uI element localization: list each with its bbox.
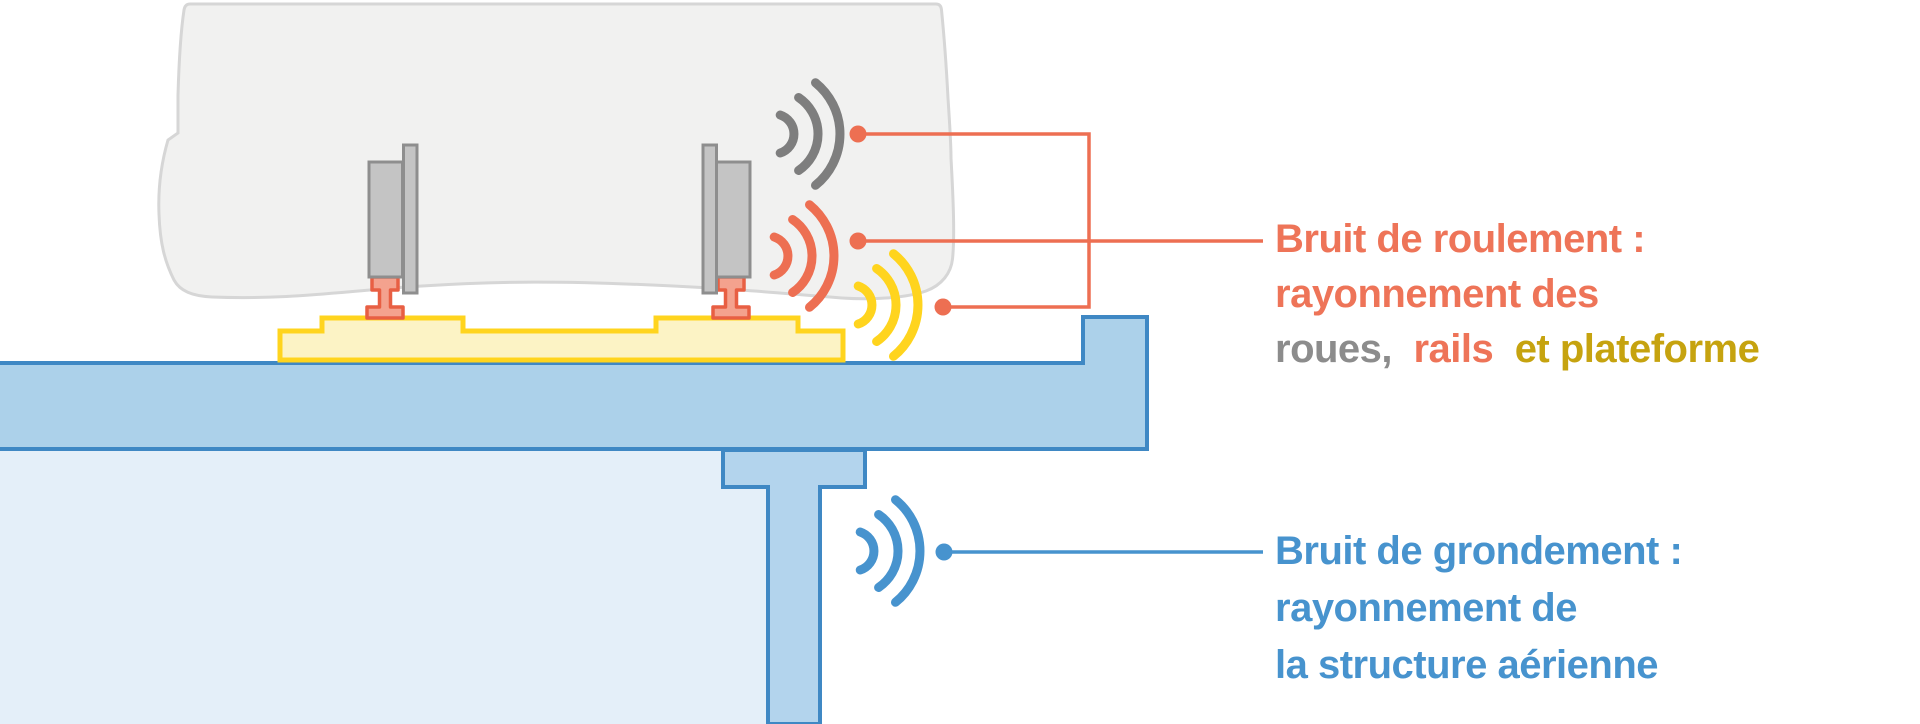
rolling-noise-sources: roues, rails et plateforme <box>1275 322 1760 377</box>
rolling-noise-subtitle: rayonnement des <box>1275 272 1599 316</box>
rail-left <box>365 275 405 320</box>
rail-right <box>711 275 751 320</box>
wheel-right-front <box>715 160 752 279</box>
wheel-left-front <box>367 160 404 279</box>
wheel-right <box>701 143 752 295</box>
wheel-right-back <box>701 143 718 295</box>
leader-dot-structure-waves <box>935 543 953 561</box>
train-body <box>157 2 956 301</box>
rolling-noise-leader-line <box>858 132 1263 309</box>
leader-dot-platform-waves <box>934 298 952 316</box>
structure-sound-waves-icon <box>860 500 920 603</box>
bridge-interior <box>0 451 768 724</box>
rolling-noise-source-rails: rails <box>1413 327 1494 371</box>
rolling-noise-source-platform: et plateforme <box>1514 327 1760 371</box>
rumbling-noise-source-structure: la structure aérienne <box>1275 643 1659 687</box>
track-platform <box>277 315 846 363</box>
leader-dot-wheel-waves <box>849 125 867 143</box>
rolling-noise-source-wheels: roues, <box>1275 327 1393 371</box>
rolling-noise-title: Bruit de roulement : <box>1275 217 1646 261</box>
leader-dot-rail-waves <box>849 232 867 250</box>
wheel-left <box>367 143 419 295</box>
rumbling-noise-title: Bruit de grondement : <box>1275 529 1683 573</box>
bridge-deck <box>0 315 1149 451</box>
rolling-noise-label: Bruit de roulement : rayonnement des rou… <box>1275 212 1760 377</box>
rumbling-noise-subtitle: rayonnement de <box>1275 586 1577 630</box>
rumbling-noise-label: Bruit de grondement : rayonnement de la … <box>1275 523 1683 694</box>
wheel-left-back <box>402 143 419 295</box>
bridge-girder-web <box>721 448 867 724</box>
